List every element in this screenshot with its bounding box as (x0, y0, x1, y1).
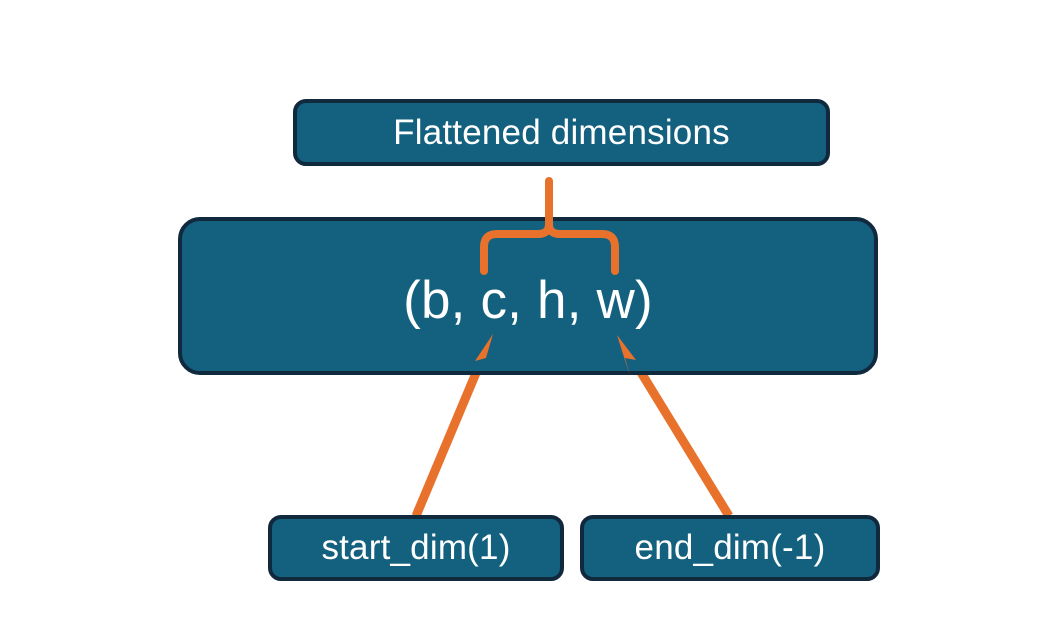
start-dim-box[interactable]: start_dim(1) (268, 515, 564, 581)
tensor-shape-box[interactable]: (b, c, h, w) (178, 217, 878, 375)
start-dim-label: start_dim(1) (321, 528, 511, 567)
tensor-shape-label: (b, c, h, w) (403, 270, 653, 330)
flattened-dimensions-box[interactable]: Flattened dimensions (293, 99, 830, 166)
end-dim-label: end_dim(-1) (634, 528, 826, 567)
end-dim-box[interactable]: end_dim(-1) (580, 515, 880, 581)
flattened-dimensions-label: Flattened dimensions (393, 112, 730, 152)
